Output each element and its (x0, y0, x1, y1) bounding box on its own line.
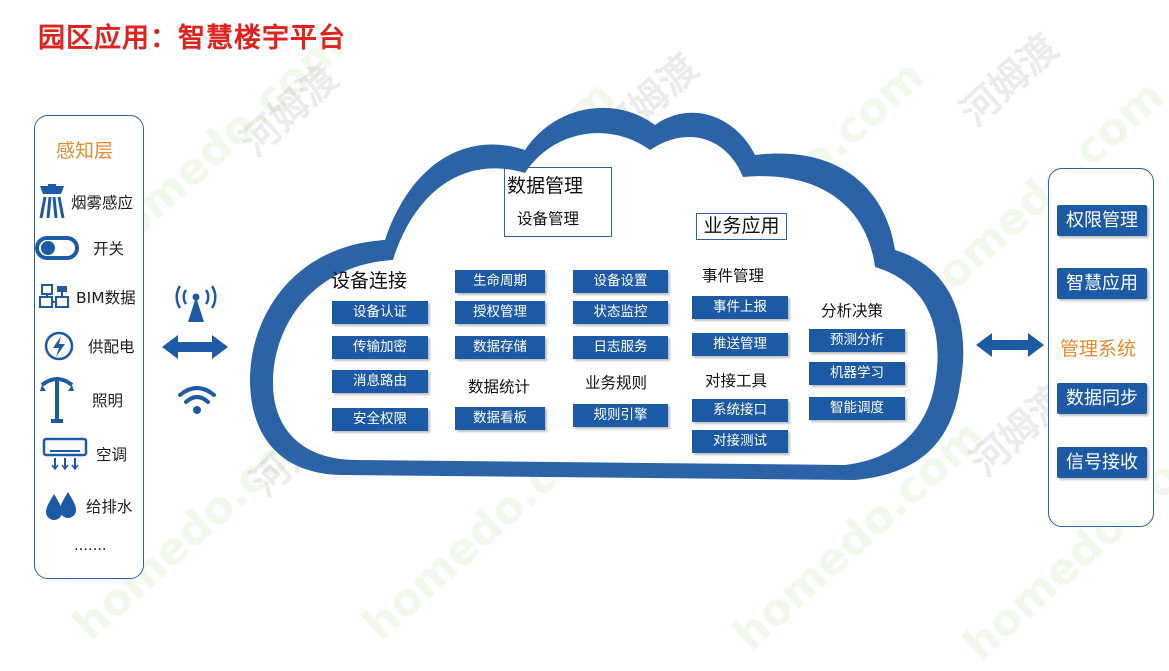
data-statistics-title: 数据统计 (468, 378, 531, 396)
wifi-icon (178, 386, 216, 414)
sensor-label: 给排水 (86, 498, 133, 516)
btn-permission-management[interactable]: 权限管理 (1057, 205, 1147, 236)
perception-layer-title: 感知层 (56, 140, 114, 162)
btn-transmission-encryption[interactable]: 传输加密 (332, 336, 428, 359)
water-drops-icon (46, 492, 76, 520)
btn-status-monitoring[interactable]: 状态监控 (573, 301, 668, 324)
double-arrow-icon (976, 333, 1044, 357)
sensor-label: 开关 (93, 240, 125, 258)
btn-system-interface[interactable]: 系统接口 (692, 399, 788, 422)
btn-authorization-management[interactable]: 授权管理 (455, 301, 545, 324)
btn-data-sync[interactable]: 数据同步 (1057, 383, 1147, 414)
btn-predictive-analysis[interactable]: 预测分析 (809, 329, 905, 352)
btn-machine-learning[interactable]: 机器学习 (809, 362, 905, 385)
data-management-box: 数据管理 设备管理 (504, 167, 612, 237)
sensor-item-bim: BIM数据 (38, 283, 136, 311)
business-application-title: 业务应用 (696, 213, 787, 240)
sensor-item-smoke: 烟雾感应 (37, 184, 133, 220)
antenna-icon (175, 285, 217, 322)
sensor-item-lighting: 照明 (40, 375, 123, 425)
btn-log-service[interactable]: 日志服务 (573, 336, 668, 359)
sensor-item-ac: 空调 (42, 437, 127, 471)
btn-message-routing[interactable]: 消息路由 (332, 370, 428, 393)
docking-tools-title: 对接工具 (705, 372, 768, 390)
sensor-item-switch: 开关 (35, 236, 124, 260)
btn-smart-application[interactable]: 智慧应用 (1057, 268, 1147, 299)
btn-data-storage[interactable]: 数据存储 (455, 336, 545, 359)
btn-signal-receive[interactable]: 信号接收 (1057, 447, 1147, 478)
btn-event-report[interactable]: 事件上报 (692, 296, 788, 319)
device-management-label: 设备管理 (517, 210, 580, 228)
btn-data-dashboard[interactable]: 数据看板 (455, 407, 545, 430)
air-conditioner-icon (42, 437, 88, 471)
btn-push-management[interactable]: 推送管理 (692, 333, 788, 356)
business-rules-title: 业务规则 (585, 374, 648, 392)
power-supply-icon (44, 331, 74, 361)
btn-device-auth[interactable]: 设备认证 (332, 301, 428, 324)
page-title: 园区应用：智慧楼宇平台 (38, 23, 346, 54)
sensor-label: 供配电 (88, 338, 135, 356)
event-management-title: 事件管理 (702, 267, 765, 285)
smoke-detector-icon (39, 184, 65, 219)
bim-data-icon (39, 284, 69, 308)
sensor-item-power: 供配电 (44, 331, 135, 361)
data-management-title: 数据管理 (507, 175, 584, 197)
sensor-item-water: 给排水 (44, 490, 133, 522)
management-system-label: 管理系统 (1060, 338, 1137, 360)
btn-lifecycle[interactable]: 生命周期 (455, 270, 545, 293)
sensor-label: 照明 (92, 392, 124, 410)
cloud-shape (250, 107, 964, 480)
sensor-label: 空调 (96, 446, 128, 464)
btn-docking-test[interactable]: 对接测试 (692, 430, 788, 453)
more-ellipsis: ……. (74, 538, 107, 554)
sensor-label: 烟雾感应 (71, 194, 134, 212)
btn-security-permission[interactable]: 安全权限 (332, 408, 428, 431)
btn-smart-scheduling[interactable]: 智能调度 (809, 397, 905, 420)
double-arrow-icon (162, 335, 228, 359)
sensor-label: BIM数据 (76, 289, 136, 307)
device-connection-title: 设备连接 (331, 270, 408, 292)
btn-device-settings[interactable]: 设备设置 (573, 270, 668, 293)
analysis-decision-title: 分析决策 (821, 302, 884, 320)
btn-rule-engine[interactable]: 规则引擎 (573, 404, 668, 427)
switch-icon (35, 236, 79, 260)
street-lamp-icon (40, 377, 74, 423)
